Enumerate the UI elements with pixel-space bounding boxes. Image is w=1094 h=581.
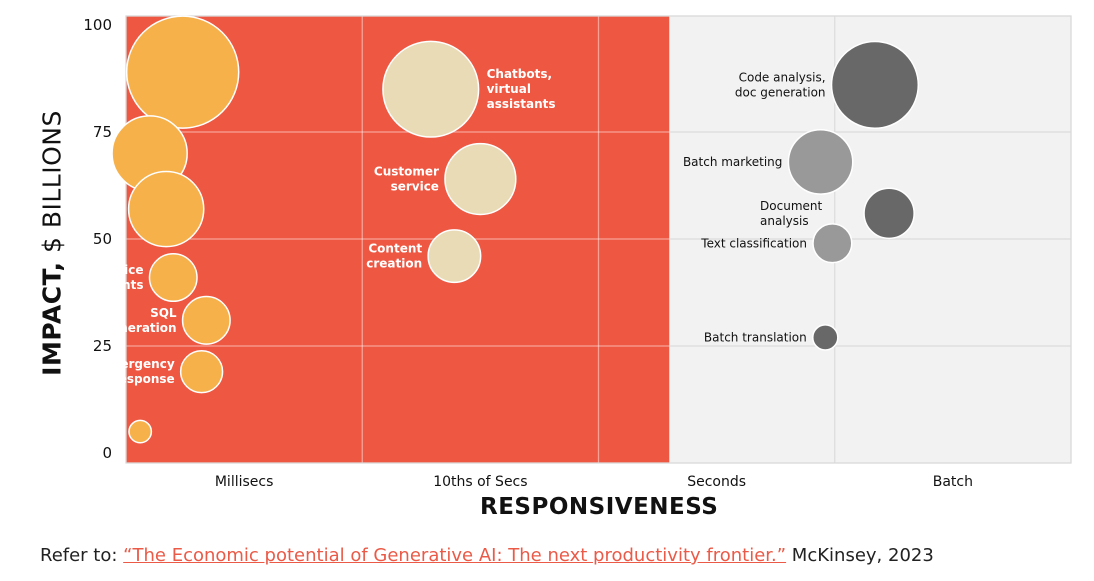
bubble-label-line: Fraud	[67, 139, 106, 153]
footer-suffix: McKinsey, 2023	[786, 545, 934, 566]
y-tick-label: 0	[102, 444, 112, 462]
bubble	[444, 142, 517, 216]
bubble-label-line: Content	[368, 242, 422, 256]
bubble-label-line: Batch marketing	[683, 155, 782, 169]
bubble-label: Code analysis,doc generation	[735, 70, 826, 99]
footer-citation: Refer to: “The Economic potential of Gen…	[40, 545, 934, 566]
citation-link[interactable]: “The Economic potential of Generative AI…	[123, 545, 787, 566]
bubble-label-line: Chatbots,	[487, 67, 552, 81]
bubble-label: Batch marketing	[683, 155, 782, 169]
bubble	[125, 15, 240, 129]
bubble-label-line: assistants	[487, 97, 556, 111]
x-axis-title: RESPONSIVENESS	[480, 494, 719, 520]
x-category-label: Millisecs	[215, 474, 274, 490]
bubble-label-line: Product R&D	[36, 417, 123, 431]
x-category-label: 10ths of Secs	[433, 474, 527, 490]
bubble-label: Product R&D(e.g. pharma)	[30, 417, 123, 446]
bubble-label-line: Generation	[101, 321, 176, 335]
bubble-label-line: response	[113, 372, 175, 386]
x-category-label: Seconds	[687, 474, 746, 490]
bubble	[787, 129, 854, 195]
bubble	[179, 349, 224, 394]
y-tick-label: 25	[93, 337, 112, 355]
bubble	[382, 40, 480, 138]
bubble-label-line: Batch translation	[704, 330, 807, 344]
bubble	[427, 229, 482, 284]
bubble-label-line: Voice	[107, 263, 143, 277]
bubble-label-line: (e.g. pharma)	[30, 432, 123, 446]
bubble-label-line: Customer	[374, 165, 439, 179]
y-tick-label: 75	[93, 123, 112, 141]
bubble-label-line: virtual	[487, 82, 531, 96]
bubble-label-line: assistants	[75, 278, 144, 292]
bubble-label: Text classification	[700, 236, 807, 250]
bubble-label-line: Software	[60, 58, 121, 72]
bubble	[863, 187, 915, 240]
bubble	[181, 295, 231, 345]
bubble	[830, 40, 920, 130]
footer-prefix: Refer to:	[40, 545, 124, 566]
bubble	[127, 170, 205, 248]
bubble-label-line: Code analysis,	[739, 70, 826, 84]
bubble	[812, 324, 839, 351]
bubble-label-line: Text classification	[700, 236, 807, 250]
bubble-label-line: Immersive	[52, 195, 123, 209]
bubble-label-line: service	[391, 180, 439, 194]
bubble-label-line: prevention	[32, 154, 106, 168]
bubble-label-line: gaming	[72, 210, 122, 224]
bubble-label-line: Document	[760, 199, 822, 213]
bubble-label-line: development	[32, 73, 121, 87]
y-axis-title-bold: IMPACT,	[37, 261, 67, 376]
bubble-label: Batch translation	[704, 330, 807, 344]
plot-frame	[125, 15, 1072, 464]
bubble-label-line: creation	[366, 257, 422, 271]
y-axis-title-light: $ BILLIONS	[37, 110, 67, 254]
bubble	[128, 419, 153, 444]
bubble-label-line: Emergency	[100, 357, 175, 371]
bubble	[812, 223, 853, 264]
bubble	[148, 253, 198, 303]
bubble-label-line: doc generation	[735, 85, 826, 99]
x-category-label: Batch	[933, 474, 973, 490]
y-tick-label: 100	[83, 16, 112, 34]
y-tick-label: 50	[93, 230, 112, 248]
bubble-label-line: analysis	[760, 214, 809, 228]
bubble-label-line: SQL	[150, 306, 177, 320]
y-axis-title: IMPACT, $ BILLIONS	[38, 110, 67, 376]
